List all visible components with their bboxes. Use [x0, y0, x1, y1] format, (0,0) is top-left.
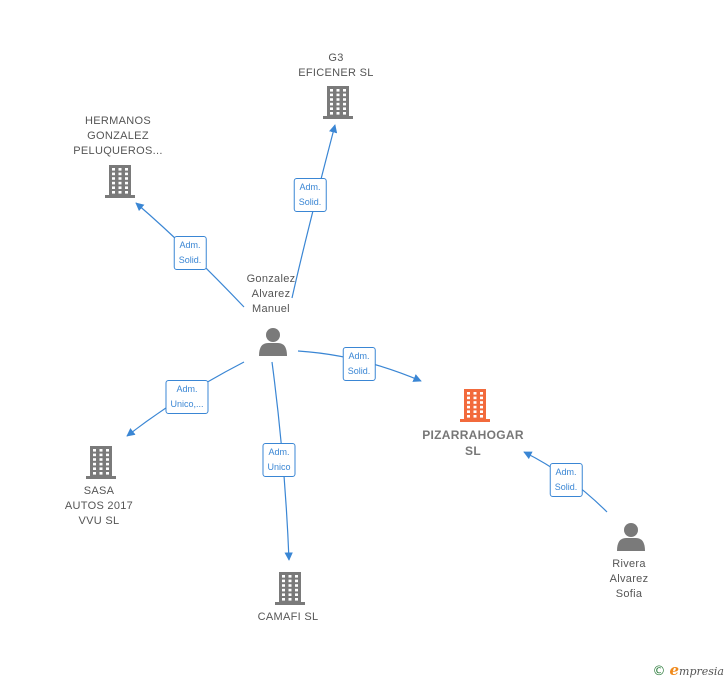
edge-label-manuel-to-pizarrahogar[interactable]: Adm. Solid.: [342, 347, 376, 381]
node-label-line: AUTOS 2017: [64, 500, 134, 512]
person-icon-sofia[interactable]: [617, 523, 645, 551]
building-icon-pizarrahogar[interactable]: [460, 389, 490, 422]
edge-label-line: Solid.: [178, 255, 202, 265]
edge-label-manuel-to-g3[interactable]: Adm. Solid.: [293, 178, 327, 212]
empresia-watermark: ©empresia: [652, 661, 724, 679]
node-label-line: Manuel: [252, 303, 290, 315]
edge-label-line: Adm.: [176, 384, 198, 394]
copyright-symbol: ©: [652, 664, 666, 679]
edge-label-line: Unico: [267, 462, 291, 472]
edge-label-line: Solid.: [347, 366, 371, 376]
edge-label-line: Solid.: [298, 197, 322, 207]
edge-label-manuel-to-camafi[interactable]: Adm. Unico: [262, 443, 296, 477]
edge-label-line: Adm.: [268, 447, 290, 457]
building-icon-g3[interactable]: [323, 86, 353, 119]
node-label-line: PELUQUEROS...: [73, 145, 163, 157]
brand-name: mpresia: [679, 665, 724, 678]
brand-initial: e: [669, 661, 680, 679]
edge-manuel-to-g3: [291, 124, 338, 299]
node-label-pizarrahogar[interactable]: PIZARRAHOGAR SL: [422, 427, 524, 459]
node-label-line: SL: [465, 444, 481, 458]
node-label-line: EFICENER SL: [298, 67, 374, 79]
node-label-line: Rivera: [612, 558, 646, 570]
node-label-line: Alvarez: [609, 573, 649, 585]
building-icon-camafi[interactable]: [275, 572, 305, 605]
node-label-line: G3: [328, 52, 344, 64]
edge-label-manuel-to-sasa[interactable]: Adm. Unico,...: [165, 380, 209, 414]
edge-label-line: Adm.: [348, 351, 370, 361]
node-label-line: Sofia: [615, 588, 643, 600]
node-label-line: SASA: [83, 485, 115, 497]
building-icon-hermanos[interactable]: [105, 165, 135, 198]
node-label-line: GONZALEZ: [87, 130, 149, 142]
node-label-line: Alvarez: [251, 288, 291, 300]
edge-label-line: Solid.: [554, 482, 578, 492]
person-icon-manuel[interactable]: [259, 328, 287, 356]
node-label-line: Gonzalez: [246, 273, 296, 285]
node-label-line: VVU SL: [78, 515, 120, 527]
node-label-line: HERMANOS: [85, 115, 151, 127]
edge-label-line: Unico,...: [170, 399, 204, 409]
node-label-hermanos[interactable]: HERMANOS GONZALEZ PELUQUEROS...: [73, 114, 162, 159]
node-label-line: CAMAFI SL: [257, 611, 319, 623]
edge-label-sofia-to-pizarrahogar[interactable]: Adm. Solid.: [549, 463, 583, 497]
edge-label-manuel-to-hermanos[interactable]: Adm. Solid.: [173, 236, 207, 270]
node-label-line: PIZARRAHOGAR: [422, 428, 524, 442]
edge-label-line: Adm.: [299, 182, 321, 192]
edge-label-line: Adm.: [555, 467, 577, 477]
edge-label-line: Adm.: [179, 240, 201, 250]
node-label-camafi[interactable]: CAMAFI SL: [258, 610, 319, 625]
building-icon-sasa[interactable]: [86, 446, 116, 479]
